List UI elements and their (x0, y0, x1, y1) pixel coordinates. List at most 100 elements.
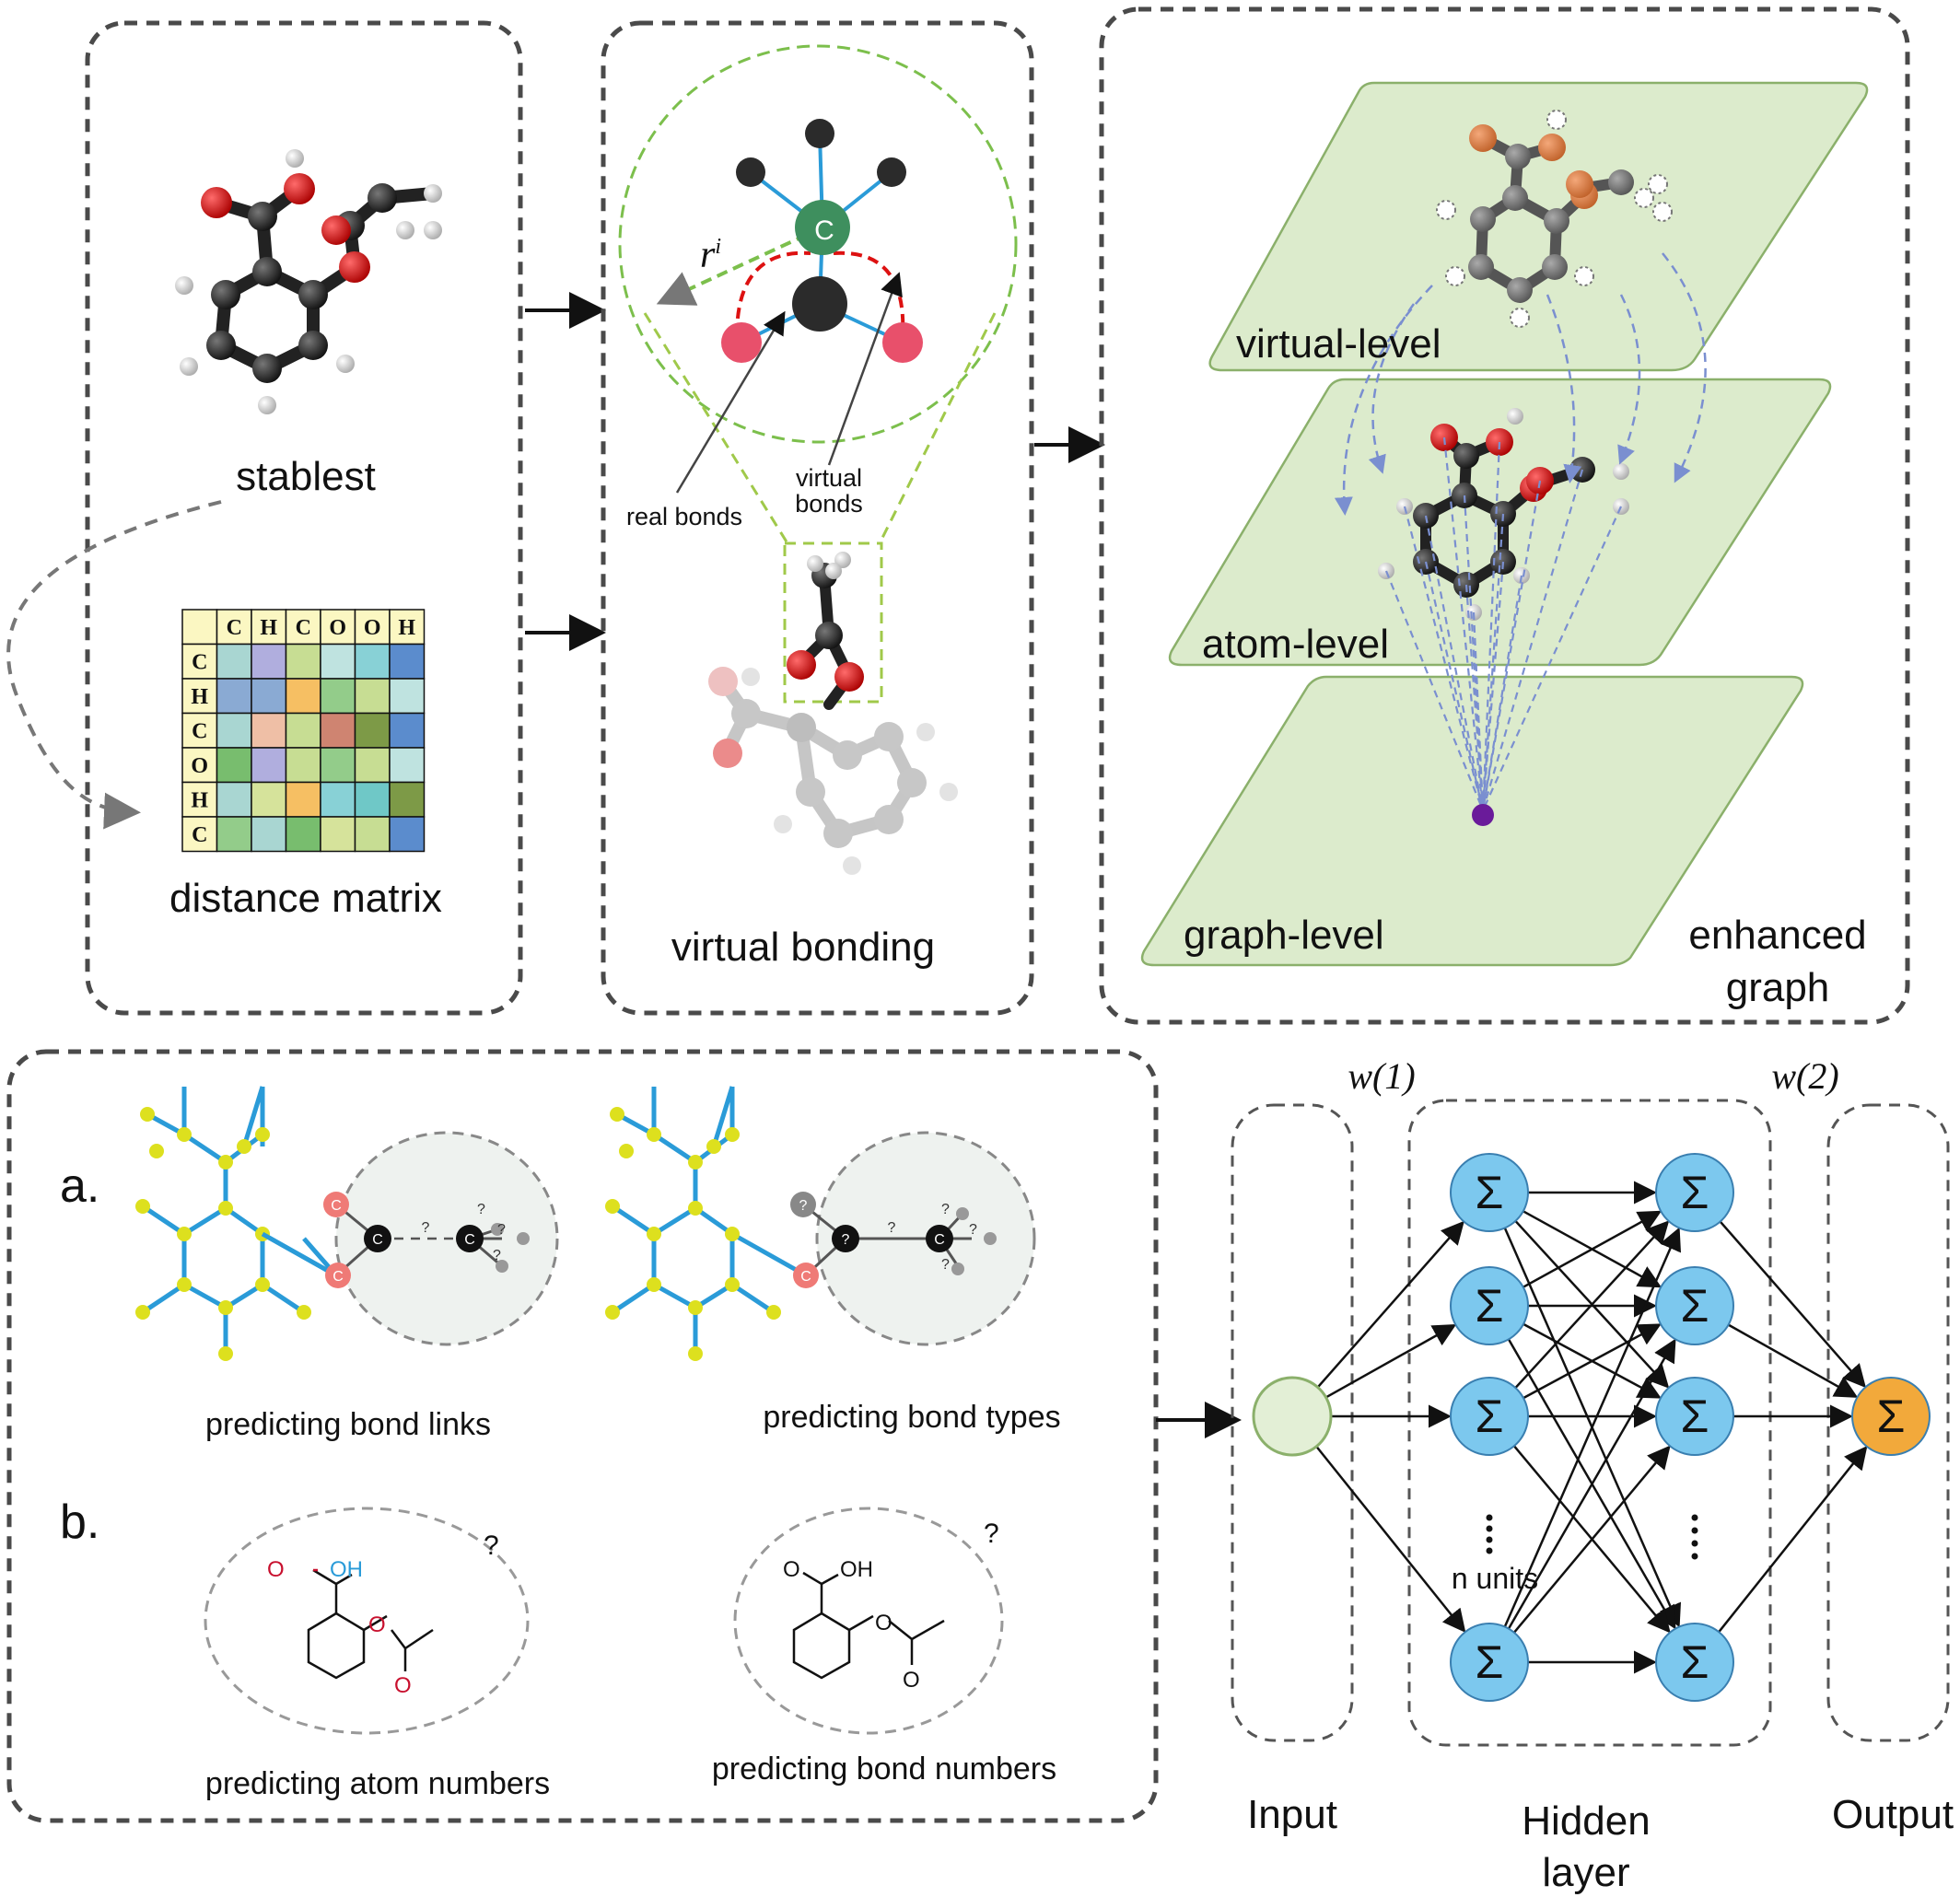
hidden-neuron-1-symbol: Σ (1476, 1167, 1504, 1218)
virtual-bonding-panel: C ri real bonds virtual bonds (601, 20, 1034, 1016)
network-edge (1325, 1324, 1457, 1399)
network-edge (1522, 1322, 1662, 1399)
svg-text:?: ? (477, 1202, 485, 1217)
pretraining-tasks-panel: a. b. (6, 1049, 1159, 1823)
network-edge (1503, 1227, 1682, 1628)
hidden-neuron-1-symbol: Σ (1476, 1636, 1504, 1688)
matrix-column-header (285, 609, 321, 646)
hidden-neuron-1 (1450, 1623, 1529, 1702)
hidden-neuron-2-symbol: Σ (1681, 1280, 1709, 1332)
stablest-label: stablest (236, 454, 376, 499)
task-bond-types-label: predicting bond types (763, 1400, 1060, 1435)
matrix-cell (285, 643, 321, 680)
n-units-label: n units (1452, 1562, 1538, 1595)
output-label: Output (1832, 1792, 1954, 1837)
matrix-cell (251, 781, 287, 818)
graph-level-node (1472, 804, 1494, 826)
matrix-cell (354, 678, 391, 715)
carbonyl-oxygen-label: O (394, 1673, 412, 1698)
bond-links-graph: C C C C ? ? ? ? (135, 1086, 559, 1361)
matrix-row-header-text: C (192, 651, 207, 675)
faded-aspirin-model (708, 667, 958, 875)
hidden-neuron-1 (1450, 1266, 1529, 1345)
virtual-level-plane (1208, 81, 1869, 372)
graph-level-plane (1140, 675, 1804, 967)
svg-text:C: C (934, 1232, 945, 1248)
matrix-cell (251, 712, 287, 749)
radius-line (656, 226, 823, 306)
matrix-cell (354, 781, 391, 818)
network-connections (1315, 1181, 1868, 1674)
hidden-neuron-1 (1450, 1377, 1529, 1456)
matrix-cell (354, 747, 391, 784)
matrix-cell (285, 678, 321, 715)
network-edge (1719, 1220, 1866, 1389)
svg-text:?: ? (497, 1222, 506, 1238)
matrix-cell (389, 747, 426, 784)
matrix-cell (320, 816, 356, 853)
hidden-ellipsis-left (1486, 1514, 1493, 1554)
matrix-cell (285, 747, 321, 784)
network-edge (1718, 1446, 1868, 1633)
svg-text:?: ? (888, 1220, 896, 1236)
hidden-neuron-2 (1655, 1623, 1734, 1702)
network-edge (1512, 1445, 1671, 1634)
enhanced-graph-title-2: graph (1726, 965, 1830, 1010)
virtual-bonds-label-1: virtual (796, 464, 862, 492)
matrix-cell (216, 643, 252, 680)
matrix-cell (389, 643, 426, 680)
matrix-cell (216, 747, 252, 784)
task-bond-links-label: predicting bond links (205, 1407, 491, 1442)
svg-text:?: ? (799, 1198, 808, 1214)
center-atom-label: C (814, 215, 834, 246)
matrix-column-header-text: O (329, 616, 346, 640)
hidden-neuron-2 (1655, 1153, 1734, 1232)
matrix-column-header (389, 609, 426, 646)
svg-text:?: ? (941, 1257, 950, 1273)
matrix-row-header (181, 712, 218, 749)
hidden-layer-label-1: Hidden (1522, 1798, 1650, 1844)
network-edge (1512, 1445, 1671, 1634)
matrix-cell (389, 712, 426, 749)
matrix-cell (285, 781, 321, 818)
center-carbon-atom (795, 200, 850, 255)
svg-text:OH: OH (330, 1557, 363, 1582)
aspirin-3d-model (175, 149, 442, 414)
matrix-column-header-text: C (296, 616, 311, 640)
network-edge (1522, 1210, 1662, 1288)
task-bond-numbers-label: predicting bond numbers (712, 1752, 1056, 1786)
matrix-cell (354, 643, 391, 680)
svg-text:OH: OH (840, 1557, 873, 1582)
svg-text:C: C (331, 1198, 342, 1214)
enhanced-graph-panel: virtual-level atom-level graph-level enh… (1099, 6, 1910, 1025)
acetyl-fragment (787, 552, 864, 710)
task-label-a: a. (60, 1159, 99, 1213)
weight-2-label: w(2) (1771, 1055, 1838, 1097)
oxygen-label: O (267, 1557, 285, 1582)
graph-level-label: graph-level (1184, 913, 1384, 958)
matrix-cell (251, 747, 287, 784)
matrix-column-header (216, 609, 252, 646)
matrix-cell (320, 678, 356, 715)
matrix-cell (389, 816, 426, 853)
virtual-bonding-title: virtual bonding (671, 925, 935, 970)
matrix-cell (285, 712, 321, 749)
task-label-b: b. (60, 1495, 99, 1549)
weight-1-label: w(1) (1348, 1055, 1415, 1097)
hidden-neuron-1 (1450, 1153, 1529, 1232)
matrix-cell (216, 712, 252, 749)
hidden-neuron-2-symbol: Σ (1681, 1391, 1709, 1442)
matrix-row-header-text: O (191, 754, 208, 778)
svg-text:C: C (464, 1232, 475, 1248)
bond-numbers-structure: ? O OH O O (733, 1507, 1004, 1735)
bond-mol-ester-oxygen: O (875, 1611, 892, 1635)
matrix-column-header-text: H (260, 616, 277, 640)
matrix-cell (389, 781, 426, 818)
hidden-neuron-2-symbol: Σ (1681, 1167, 1709, 1218)
task-atom-numbers-label: predicting atom numbers (205, 1766, 550, 1801)
enhanced-graph-title-1: enhanced (1688, 913, 1866, 958)
hidden-layer-label-2: layer (1542, 1850, 1629, 1895)
svg-text:?: ? (984, 1519, 999, 1549)
